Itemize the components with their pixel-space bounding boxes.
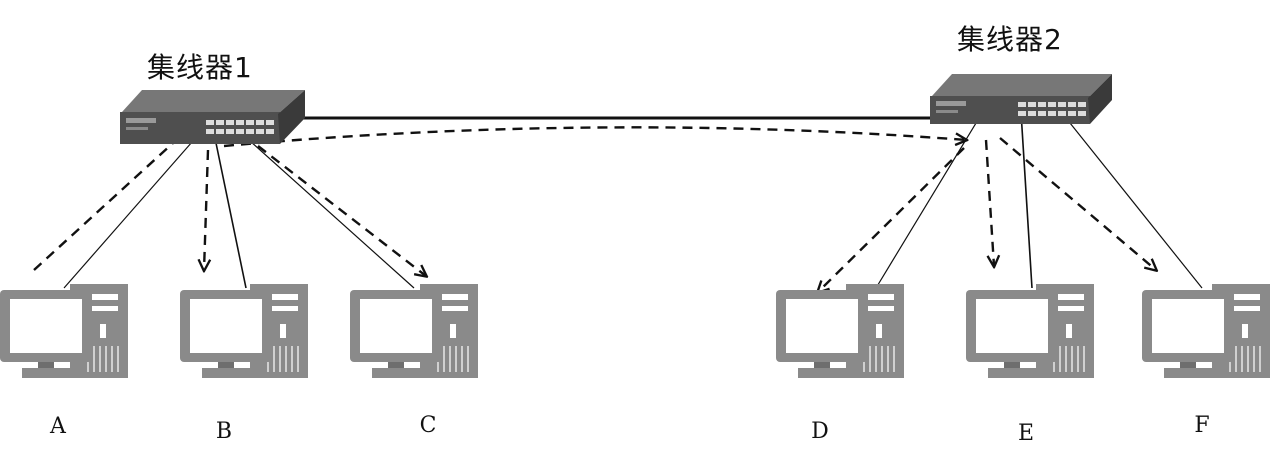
monitor-base — [1164, 368, 1214, 378]
hub2-side — [1088, 74, 1112, 124]
hub2-ports — [1018, 102, 1086, 116]
power-button — [876, 324, 882, 338]
power-button — [100, 324, 106, 338]
signal-hub1-to-b — [204, 149, 208, 270]
monitor-screen — [360, 299, 432, 353]
monitor-neck — [1004, 362, 1020, 368]
computer-e — [966, 284, 1094, 378]
power-button — [1066, 324, 1072, 338]
signal-hub2-to-e — [984, 139, 994, 266]
cable-hub1-b — [215, 142, 247, 289]
signal-paths — [33, 121, 1156, 292]
signal-hub1-to-hub2 — [223, 126, 966, 148]
drive-bay — [1050, 306, 1084, 311]
signal-hub2-to-f — [999, 137, 1156, 270]
drive-bay — [434, 294, 468, 300]
power-button — [450, 324, 456, 338]
hub1-brand-plate — [126, 118, 156, 123]
monitor-neck — [218, 362, 234, 368]
cable-hub1-a — [63, 141, 193, 289]
hub1-ports — [206, 120, 274, 134]
pc-label-e: E — [1017, 421, 1035, 446]
drive-bay — [434, 306, 468, 311]
hub2-brand-plate — [936, 101, 966, 106]
hub1-device — [120, 90, 305, 144]
power-button — [1242, 324, 1248, 338]
computer-f — [1142, 284, 1270, 378]
hub1-top — [122, 90, 305, 114]
computer-b — [180, 284, 308, 378]
drive-bay — [1050, 294, 1084, 300]
cables — [63, 95, 1203, 289]
drive-bay — [264, 306, 298, 311]
drive-bay — [84, 306, 118, 311]
drive-bay — [860, 294, 894, 300]
pc-label-a: A — [50, 414, 66, 439]
monitor-neck — [388, 362, 404, 368]
hub2-model-plate — [936, 110, 958, 113]
cable-hub2-f — [1049, 97, 1203, 289]
cable-hub2-d — [875, 99, 991, 289]
monitor-base — [988, 368, 1038, 378]
monitor-screen — [976, 299, 1048, 353]
computer-a — [0, 284, 128, 378]
signal-hub2-to-d — [818, 147, 965, 292]
signal-a-to-hub1 — [33, 121, 197, 271]
monitor-base — [202, 368, 252, 378]
drive-bay — [860, 306, 894, 311]
drive-bay — [1226, 294, 1260, 300]
pc-label-d: D — [811, 419, 829, 444]
monitor-neck — [814, 362, 830, 368]
hub1-model-plate — [126, 127, 148, 130]
computers — [0, 284, 1270, 378]
hub1-label: 集线器1 — [147, 51, 253, 84]
monitor-screen — [786, 299, 858, 353]
hub1-side — [278, 90, 305, 144]
hub2-top — [932, 74, 1112, 98]
monitor-base — [372, 368, 422, 378]
monitor-base — [22, 368, 72, 378]
power-button — [280, 324, 286, 338]
monitor-neck — [1180, 362, 1196, 368]
computer-d — [776, 284, 904, 378]
monitor-screen — [1152, 299, 1224, 353]
signal-hub1-to-c — [257, 145, 426, 276]
monitor-neck — [38, 362, 54, 368]
cable-hub1-c — [249, 140, 415, 289]
monitor-screen — [190, 299, 262, 353]
cable-hub2-e — [1019, 95, 1033, 289]
hub2-label: 集线器2 — [957, 23, 1063, 56]
drive-bay — [264, 294, 298, 300]
pc-label-c: C — [419, 413, 437, 438]
drive-bay — [84, 294, 118, 300]
drive-bay — [1226, 306, 1260, 311]
computer-c — [350, 284, 478, 378]
pc-label-b: B — [215, 419, 233, 444]
pc-label-f: F — [1194, 413, 1210, 438]
monitor-base — [798, 368, 848, 378]
monitor-screen — [10, 299, 82, 353]
hub2-device — [930, 74, 1112, 124]
